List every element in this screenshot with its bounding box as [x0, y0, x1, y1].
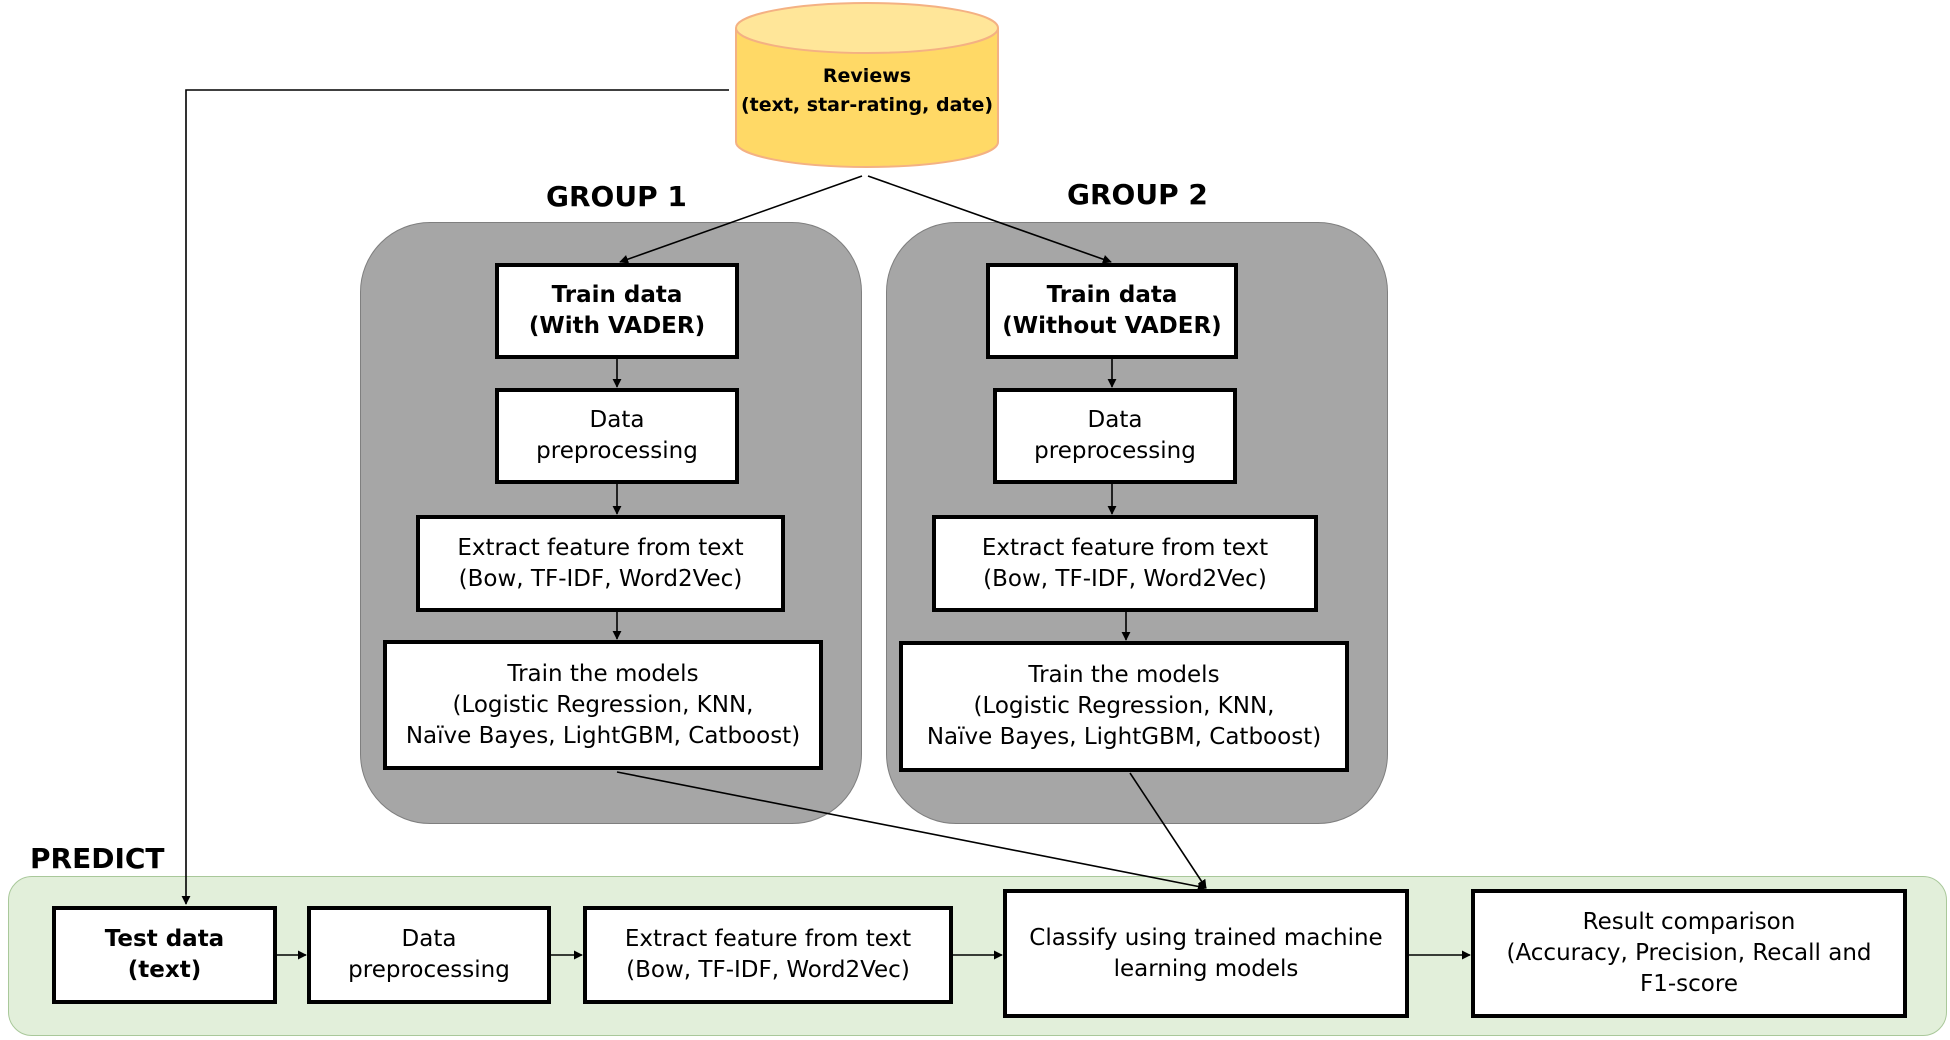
box-line: (Accuracy, Precision, Recall and [1506, 940, 1872, 966]
arrow-db-to-test-data [181, 89, 729, 905]
box-line: Train data [551, 282, 683, 308]
predict-label: PREDICT [30, 842, 165, 875]
box-line: (Logistic Regression, KNN, [973, 693, 1275, 719]
arrow-g1-models-to-classify [616, 771, 1207, 891]
box-line: Data [589, 407, 645, 433]
box-line: Extract feature from text [457, 534, 744, 561]
group-2-extract-feature-box: Extract feature from text (Bow, TF-IDF, … [932, 515, 1318, 612]
group-2-label: GROUP 2 [1067, 178, 1208, 211]
box-line: Data [401, 926, 457, 952]
box-line: Train the models [507, 660, 699, 687]
box-line: preprocessing [348, 957, 510, 983]
reviews-database: Reviews (text, star-rating, date) [736, 62, 998, 120]
group-2-preprocessing-box: Data preprocessing [993, 388, 1237, 484]
box-line: Result comparison [1582, 909, 1796, 935]
group-2-train-data-box: Train data (Without VADER) [986, 263, 1238, 359]
box-line: (Bow, TF-IDF, Word2Vec) [458, 565, 743, 592]
box-line: Train data [1046, 282, 1178, 308]
box-line: Classify using trained machine [1029, 924, 1383, 951]
box-line: (Bow, TF-IDF, Word2Vec) [626, 957, 910, 983]
database-title: Reviews [822, 65, 912, 87]
arrow-db-to-group2 [867, 175, 1112, 264]
box-line: preprocessing [536, 438, 698, 464]
group-2-train-models-box: Train the models (Logistic Regression, K… [899, 641, 1349, 772]
predict-extract-feature-box: Extract feature from text (Bow, TF-IDF, … [583, 906, 953, 1004]
predict-test-data-box: Test data (text) [52, 906, 277, 1004]
database-subtitle: (text, star-rating, date) [740, 94, 994, 116]
group-1-train-data-box: Train data (With VADER) [495, 263, 739, 359]
group-1-label: GROUP 1 [546, 180, 687, 213]
box-line: Extract feature from text [981, 534, 1269, 561]
predict-classify-box: Classify using trained machine learning … [1003, 889, 1409, 1018]
box-line: Naïve Bayes, LightGBM, Catboost) [405, 722, 801, 749]
box-line: (Logistic Regression, KNN, [452, 691, 754, 718]
box-line: Naïve Bayes, LightGBM, Catboost) [926, 724, 1322, 750]
box-line: Train the models [1028, 662, 1220, 688]
predict-preprocessing-box: Data preprocessing [307, 906, 551, 1004]
box-line: (Bow, TF-IDF, Word2Vec) [983, 565, 1267, 592]
group-1-preprocessing-box: Data preprocessing [495, 388, 739, 484]
arrow-db-to-group1 [619, 175, 863, 264]
box-line: Test data (text) [104, 926, 225, 983]
group-1-train-models-box: Train the models (Logistic Regression, K… [383, 640, 823, 770]
box-line: preprocessing [1034, 438, 1196, 464]
box-line: F1-score [1640, 971, 1738, 997]
box-line: (Without VADER) [1002, 313, 1222, 339]
predict-result-box: Result comparison (Accuracy, Precision, … [1471, 889, 1907, 1018]
box-line: (With VADER) [528, 313, 706, 339]
group-1-extract-feature-box: Extract feature from text (Bow, TF-IDF, … [416, 515, 785, 612]
box-line: Data [1087, 407, 1143, 433]
box-line: learning models [1113, 955, 1299, 982]
arrow-g2-models-to-classify [1129, 772, 1207, 889]
box-line: Extract feature from text [624, 926, 912, 952]
